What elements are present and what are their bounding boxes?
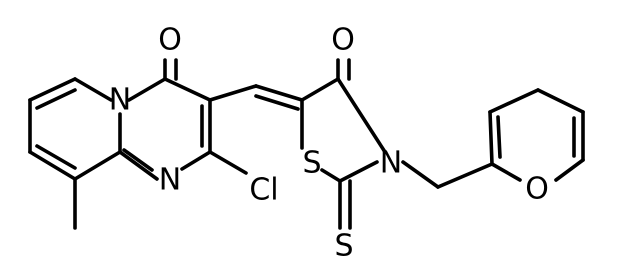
atom-label-nitrogen: N [380, 146, 402, 181]
bond [28, 150, 77, 181]
atom-label-oxygen: O [158, 23, 182, 58]
atom-label-chlorine: Cl [249, 173, 278, 208]
bond [73, 150, 122, 181]
atom-label-sulfur: S [302, 146, 321, 181]
bond [436, 162, 494, 189]
bond [496, 115, 502, 159]
bond [180, 150, 212, 171]
bond [163, 77, 212, 102]
bond [336, 77, 387, 154]
atom-label-nitrogen: N [109, 83, 131, 118]
bond [338, 160, 379, 183]
atom-label-sulfur: S [334, 229, 353, 264]
bond [118, 150, 159, 181]
bond [254, 84, 304, 102]
bond [488, 110, 494, 166]
bond [122, 148, 154, 172]
bond [300, 77, 340, 102]
bond [208, 84, 258, 102]
bond [28, 77, 77, 102]
bond [35, 88, 77, 110]
bond [73, 77, 113, 102]
bond [127, 77, 167, 102]
bond [254, 94, 300, 111]
bond [536, 88, 585, 114]
bonds [28, 58, 585, 230]
atom-label-oxygen: O [331, 23, 355, 58]
atom-label-oxygen: O [525, 172, 549, 207]
bond [208, 150, 248, 175]
atom-labels: O N N Cl O S N S O [109, 23, 549, 264]
bond [401, 160, 440, 189]
bond [320, 168, 342, 183]
atom-label-nitrogen: N [159, 163, 181, 198]
bond [554, 158, 585, 182]
bond [35, 144, 77, 170]
bond [490, 162, 522, 182]
bond [488, 88, 540, 114]
